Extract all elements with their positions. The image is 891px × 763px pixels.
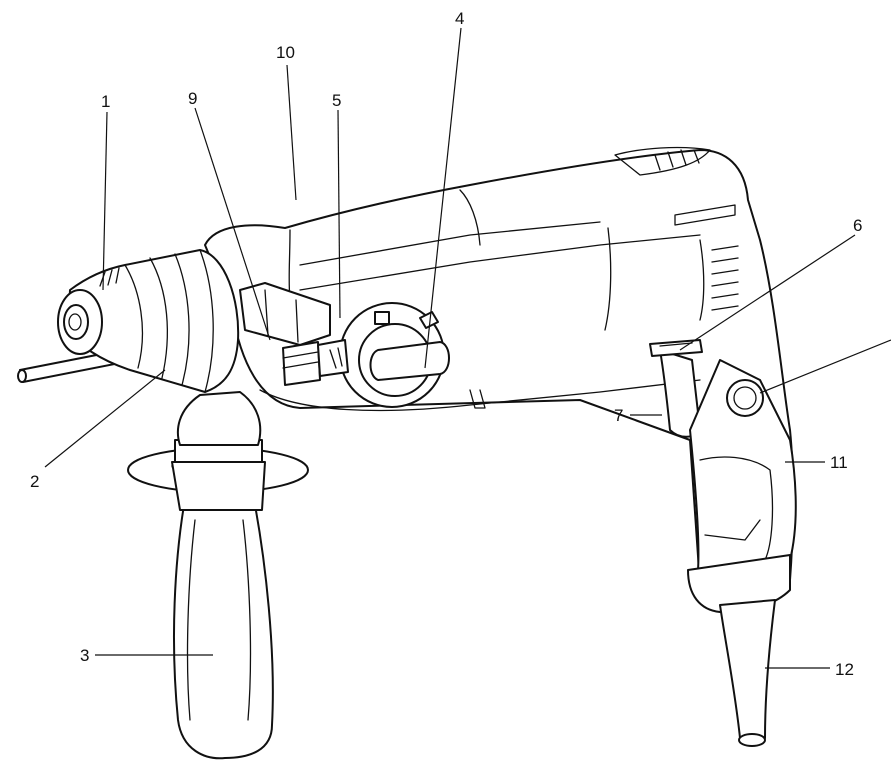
leader-lines xyxy=(44,27,891,669)
label-3: 3 xyxy=(80,646,89,665)
chuck xyxy=(57,249,240,393)
depth-gauge-clamp xyxy=(239,282,331,386)
power-cord xyxy=(719,599,776,747)
label-5: 5 xyxy=(332,91,341,110)
label-4: 4 xyxy=(455,9,464,28)
label-7: 7 xyxy=(614,406,623,425)
label-1: 1 xyxy=(101,92,110,111)
label-6: 6 xyxy=(853,216,862,235)
label-11: 11 xyxy=(830,453,848,472)
side-handle xyxy=(127,391,309,760)
label-12: 12 xyxy=(835,660,854,679)
label-10: 10 xyxy=(276,43,295,62)
label-2: 2 xyxy=(30,472,39,491)
label-9: 9 xyxy=(188,89,197,108)
mode-selector xyxy=(317,302,450,408)
callout-labels: 1 9 10 5 4 6 7 11 2 3 12 xyxy=(30,9,862,679)
